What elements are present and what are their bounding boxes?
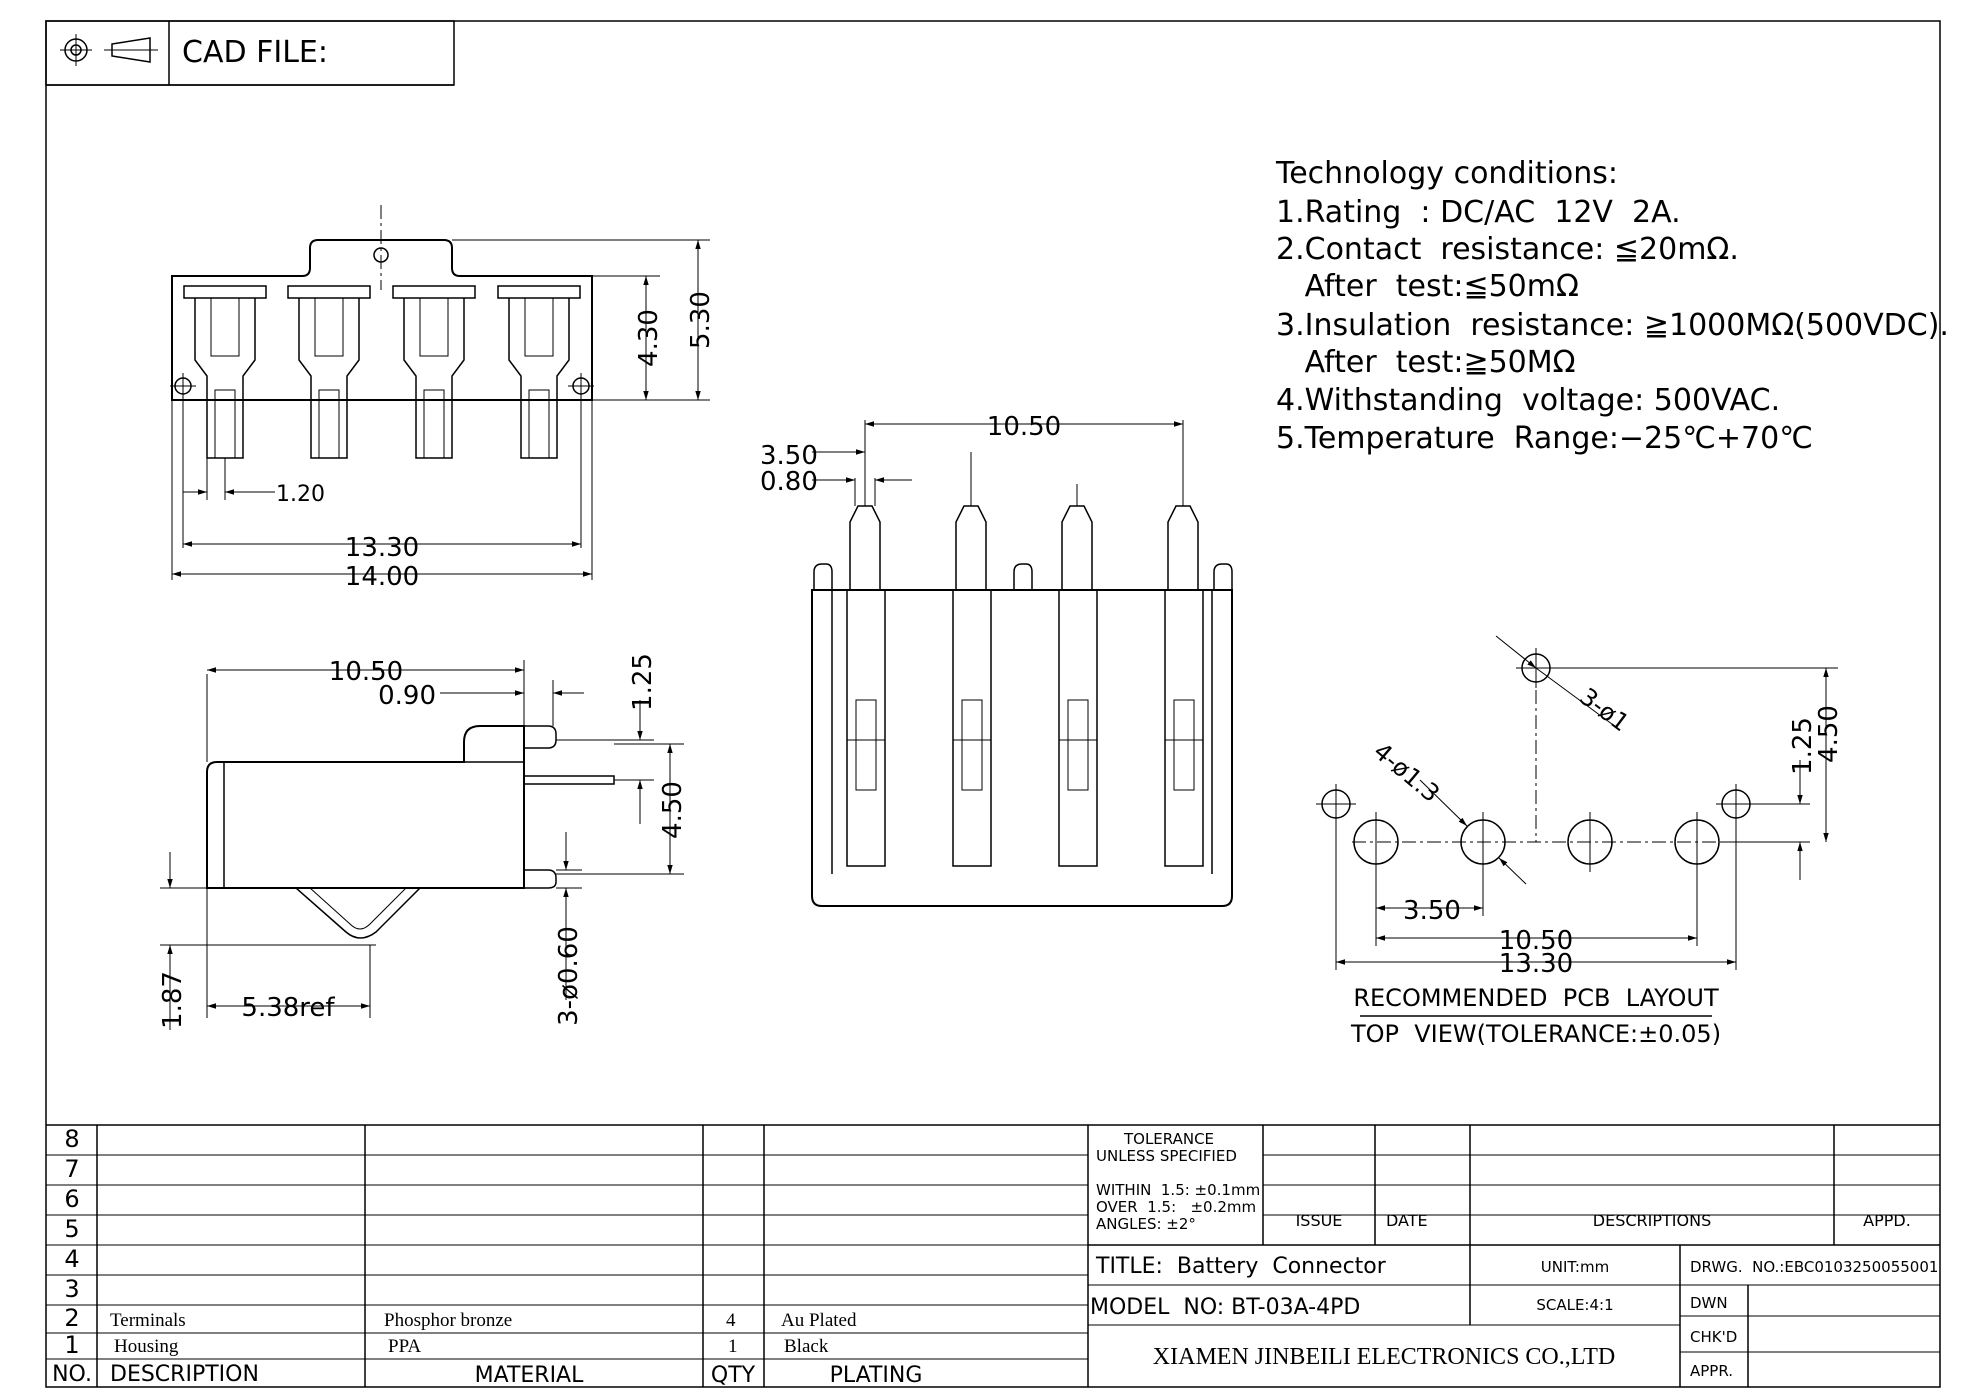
bom-row-num-7: 7 — [64, 1155, 79, 1183]
tech-line-2: 2.Contact resistance: ≦20mΩ. — [1276, 232, 1739, 267]
tech-line-1: 1.Rating : DC/AC 12V 2A. — [1276, 195, 1681, 230]
chkd-label: CHK'D — [1690, 1328, 1737, 1346]
pcb-layout: 3-ø1 4-ø1.3 1.25 4.50 3.50 10.50 13.30 R… — [1316, 635, 1844, 1048]
model-number: MODEL NO: BT-03A-4PD — [1090, 1295, 1360, 1320]
tech-heading: Technology conditions: — [1275, 156, 1618, 191]
bom-table: 8 7 6 5 4 3 2 Terminals Phosphor bronze … — [46, 1124, 1940, 1388]
dim-3-50-front: 3.50 — [760, 441, 818, 471]
tolerance-over: OVER 1.5: ±0.2mm — [1096, 1198, 1256, 1216]
drawing-number: DRWG. NO.:EBC0103250055001 — [1690, 1258, 1938, 1276]
top-contact-4 — [497, 285, 581, 459]
front-terminal-1 — [846, 505, 886, 867]
sheet-border — [45, 20, 1941, 1388]
tolerance-within: WITHIN 1.5: ±0.1mm — [1096, 1181, 1260, 1199]
dim-4-50-side: 4.50 — [658, 781, 688, 839]
dim-3-dia-0-60: 3-ø0.60 — [554, 926, 584, 1026]
cad-header: CAD FILE: — [45, 20, 455, 86]
front-view: 10.50 3.50 0.80 — [760, 412, 1233, 907]
tech-line-7: 5.Temperature Range:−25℃+70℃ — [1276, 421, 1813, 456]
bom-row-no: 1 — [64, 1331, 79, 1359]
top-view: 4.30 5.30 1.20 13.30 14.00 — [170, 205, 716, 592]
dim-1-25-pcb: 1.25 — [1788, 717, 1818, 775]
pcb-pad-2 — [1460, 812, 1506, 872]
tech-line-4: 3.Insulation resistance: ≧1000MΩ(500VDC)… — [1276, 308, 1949, 343]
bom-row-plating: Black — [784, 1336, 829, 1357]
tech-line-6: 4.Withstanding voltage: 500VAC. — [1276, 383, 1780, 418]
bom-row-qty: 1 — [728, 1336, 738, 1357]
bom-row-description: Terminals — [110, 1310, 186, 1331]
dim-1-20: 1.20 — [276, 482, 325, 507]
title-label: TITLE: Battery Connector — [1095, 1254, 1387, 1279]
cad-file-label: CAD FILE: — [182, 35, 328, 70]
pcb-layout-subtitle: TOP VIEW(TOLERANCE:±0.05) — [1350, 1020, 1721, 1048]
bom-row-qty: 4 — [726, 1310, 736, 1331]
bom-header-qty: QTY — [711, 1363, 756, 1388]
bom-header-description: DESCRIPTION — [110, 1362, 259, 1387]
title-block: TOLERANCE UNLESS SPECIFIED WITHIN 1.5: ±… — [1088, 1125, 1940, 1387]
top-contact-2 — [287, 285, 371, 459]
top-contact-3 — [392, 285, 476, 459]
bom-row-num-3: 3 — [64, 1275, 79, 1303]
tolerance-angles: ANGLES: ±2° — [1096, 1215, 1196, 1233]
bom-row: 1 Housing PPA 1 Black — [64, 1331, 828, 1359]
dim-4-30: 4.30 — [634, 309, 664, 367]
bom-row: 2 Terminals Phosphor bronze 4 Au Plated — [64, 1304, 857, 1332]
dim-3-50-pcb: 3.50 — [1403, 896, 1461, 926]
company-name: XIAMEN JINBEILI ELECTRONICS CO.,LTD — [1153, 1344, 1615, 1370]
dim-3-dia-1: 3-ø1 — [1574, 682, 1634, 737]
dim-1-25-side: 1.25 — [628, 653, 658, 711]
dim-13-30-top: 13.30 — [345, 533, 419, 563]
tolerance-heading: TOLERANCE — [1123, 1130, 1214, 1148]
bom-row-no: 2 — [64, 1304, 79, 1332]
dim-14-00: 14.00 — [345, 562, 419, 592]
pcb-hole-right — [1716, 784, 1756, 824]
bom-row-num-8: 8 — [64, 1125, 79, 1153]
tech-line-5: After test:≧50MΩ — [1276, 345, 1576, 380]
bom-row-num-4: 4 — [64, 1245, 79, 1273]
side-view: 10.50 0.90 1.25 4.50 3-ø0.60 1.87 5.38re… — [158, 653, 688, 1030]
technology-conditions: Technology conditions: 1.Rating : DC/AC … — [1275, 156, 1949, 456]
dim-10-50-front: 10.50 — [987, 412, 1061, 442]
dim-4-50-pcb: 4.50 — [1814, 705, 1844, 763]
scale-label: SCALE:4:1 — [1536, 1296, 1613, 1314]
bom-row-num-5: 5 — [64, 1215, 79, 1243]
front-terminal-4 — [1164, 505, 1204, 867]
appd-label: APPD. — [1863, 1211, 1911, 1230]
dim-5-38-ref: 5.38ref — [241, 993, 335, 1023]
issue-label: ISSUE — [1296, 1211, 1343, 1230]
unit-label: UNIT:mm — [1541, 1258, 1609, 1276]
front-terminal-3 — [1058, 505, 1098, 867]
projection-symbol-icon — [60, 34, 158, 66]
dim-0-90: 0.90 — [378, 681, 436, 711]
bom-row-description: Housing — [114, 1336, 179, 1357]
dim-5-30: 5.30 — [686, 291, 716, 349]
tolerance-subheading: UNLESS SPECIFIED — [1096, 1147, 1237, 1165]
date-label: DATE — [1386, 1211, 1428, 1230]
pcb-layout-title: RECOMMENDED PCB LAYOUT — [1353, 984, 1719, 1012]
bom-header-no: NO. — [52, 1362, 92, 1387]
dim-10-50-side: 10.50 — [329, 657, 403, 687]
bom-header-plating: PLATING — [830, 1363, 923, 1388]
bom-row-plating: Au Plated — [781, 1310, 857, 1331]
pcb-pad-3 — [1567, 812, 1613, 872]
dwn-label: DWN — [1690, 1294, 1728, 1312]
descriptions-label: DESCRIPTIONS — [1593, 1211, 1711, 1230]
bom-row-material: PPA — [388, 1336, 421, 1357]
tech-line-3: After test:≦50mΩ — [1276, 269, 1579, 304]
front-terminal-2 — [952, 505, 992, 867]
bom-row-num-6: 6 — [64, 1185, 79, 1213]
bom-header-material: MATERIAL — [475, 1363, 584, 1388]
dim-0-80: 0.80 — [760, 467, 818, 497]
appr-label: APPR. — [1690, 1362, 1733, 1380]
bom-row-material: Phosphor bronze — [384, 1310, 512, 1331]
dim-10-50-pcb: 10.50 — [1499, 926, 1573, 956]
dim-4-dia-1-3: 4-ø1.3 — [1368, 737, 1445, 808]
dim-13-30-pcb: 13.30 — [1499, 949, 1573, 979]
top-contact-1 — [183, 285, 267, 459]
dim-1-87: 1.87 — [158, 971, 188, 1029]
